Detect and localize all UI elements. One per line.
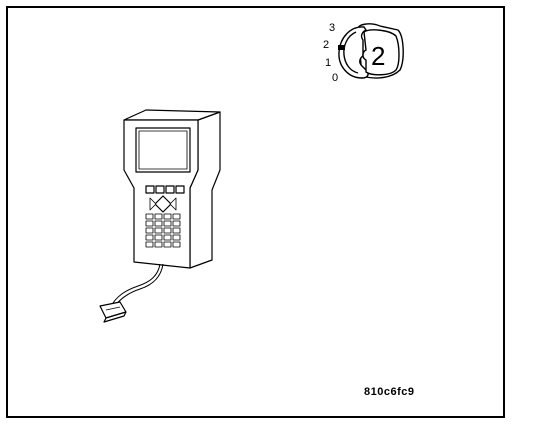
figure-id: 810c6fc9: [364, 386, 415, 398]
key-position-2-label: 2: [323, 39, 330, 51]
key-position-0-label: 0: [332, 72, 339, 84]
ignition-key-icon: [338, 23, 404, 79]
figure-frame: [6, 6, 505, 418]
scan-tool-icon: [99, 109, 221, 323]
key-position-1-label: 1: [325, 57, 332, 69]
key-position-3-label: 3: [329, 22, 336, 34]
key-number-label: 2: [371, 41, 386, 71]
